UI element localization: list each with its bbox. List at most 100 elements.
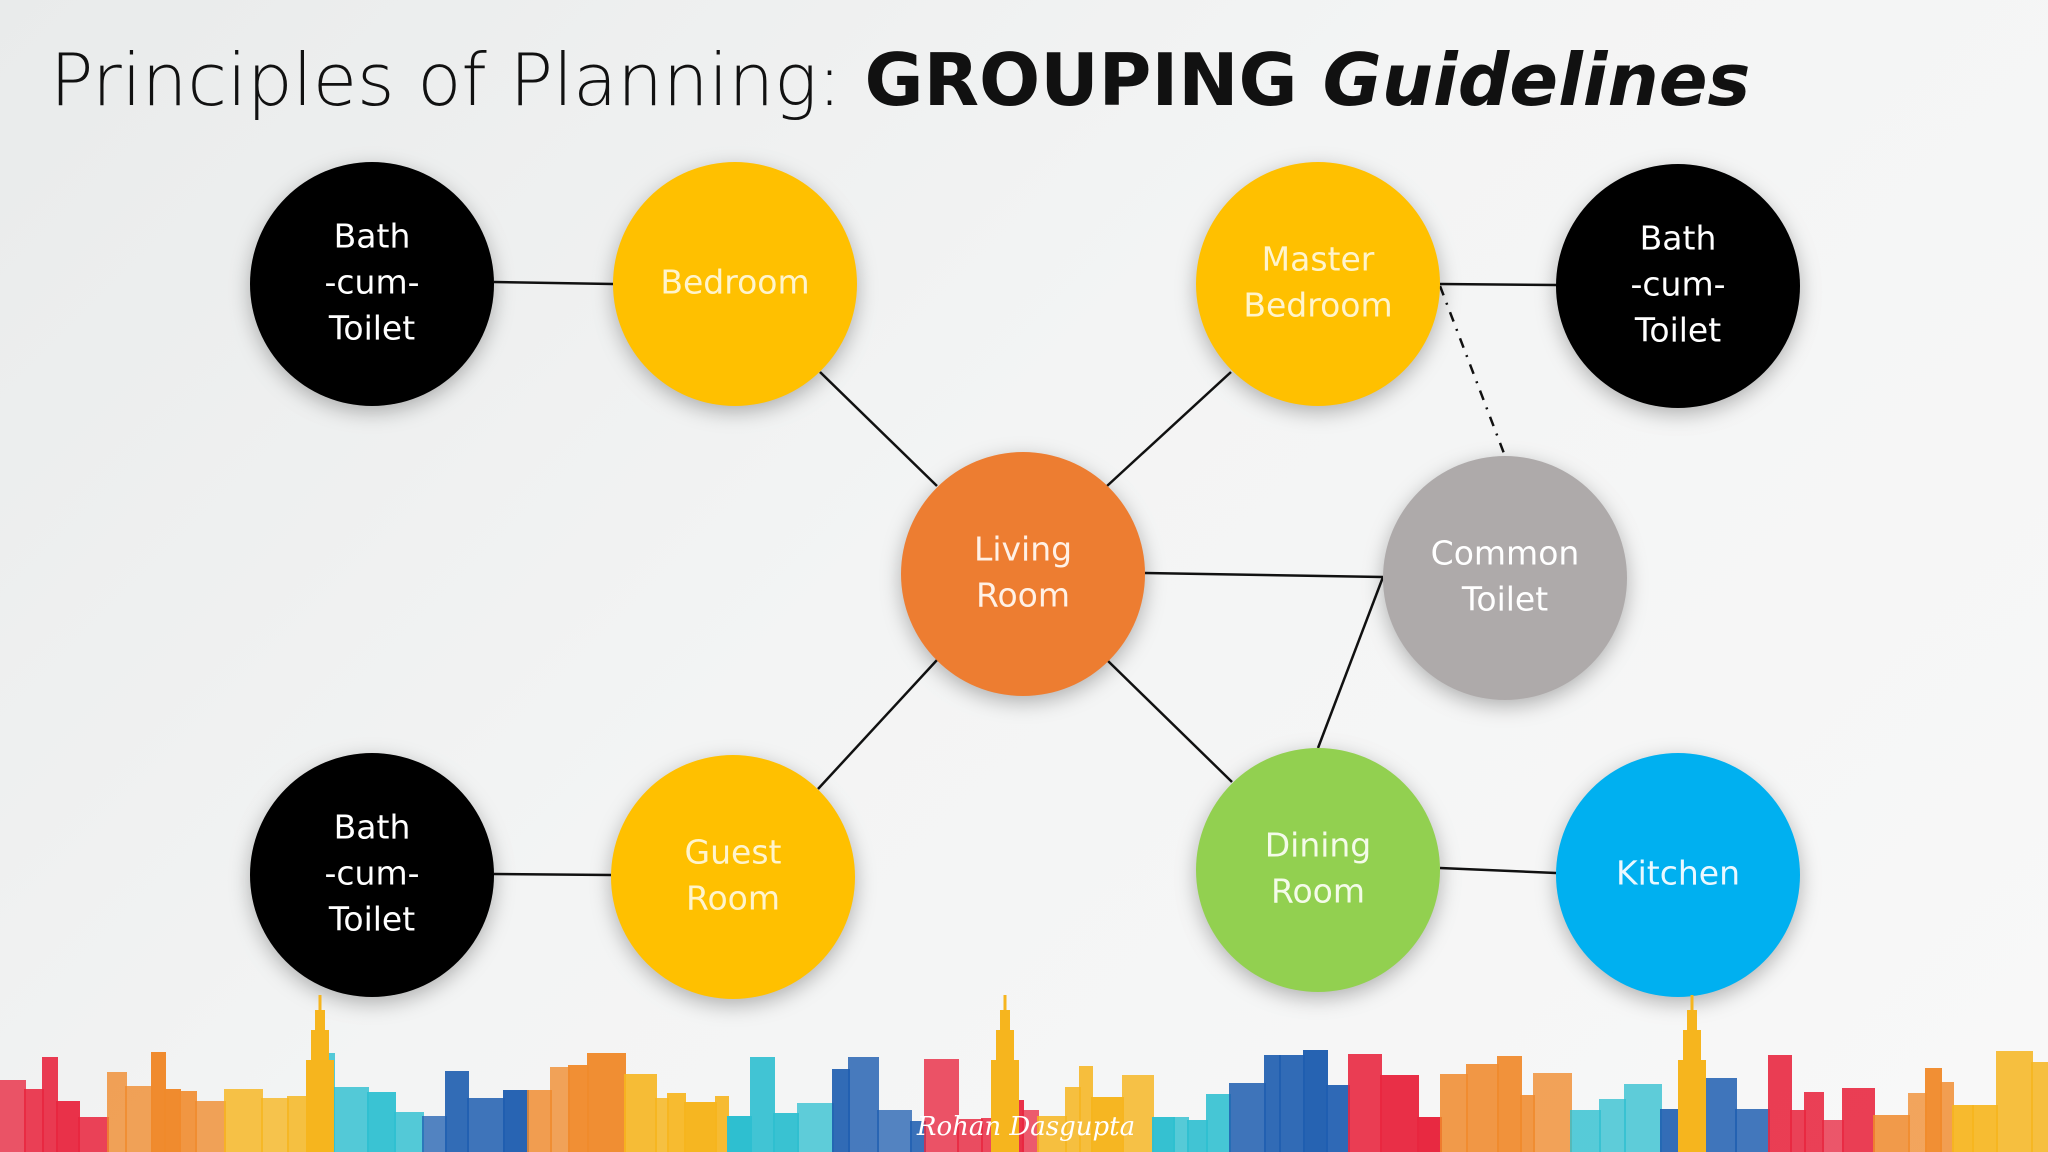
skyline-building [1065,1087,1081,1152]
skyline-building [727,1116,752,1152]
skyline-building [1822,1120,1844,1152]
skyline-building [164,1089,181,1152]
connector-master-bedroom-to-common-toilet [1438,285,1507,457]
skyline-building [1037,1116,1067,1152]
skyline-building [1279,1055,1305,1152]
skyline-building [848,1057,879,1152]
node-label-dining-room-line-1: Dining [1265,826,1372,865]
connectors [493,280,1557,877]
skyline-building [1091,1097,1124,1152]
node-label-bath-tl-line-2: -cum- [324,263,419,302]
skyline-building [1940,1082,1954,1152]
skyline-building [1972,1105,1998,1152]
skyline-building [367,1092,396,1152]
connector-bath-tl-to-bedroom [493,280,614,286]
skyline-building [467,1098,505,1152]
skyline-building [655,1098,669,1152]
node-kitchen: Kitchen [1556,753,1800,997]
node-label-bath-tl-line-3: Toilet [328,309,415,348]
title-italic: Guidelines [1322,38,1751,122]
skyline-spire-tower [1678,995,1706,1152]
skyline-building [1768,1055,1792,1152]
node-label-master-bedroom-line-2: Bedroom [1243,286,1392,325]
skyline-building [1873,1115,1910,1152]
skyline-building [125,1086,153,1152]
node-circle-bath-bl [250,753,494,997]
skyline-building [1440,1074,1468,1152]
skyline-building [568,1065,589,1152]
skyline-building [910,1121,926,1152]
skyline-spire-tower [991,995,1019,1152]
skyline-building [1700,1078,1737,1152]
skyline-building [261,1098,289,1152]
node-circle-guest-room [611,755,855,999]
node-label-guest-room-line-2: Room [686,879,780,918]
skyline-building [1735,1109,1770,1152]
skyline-building [1122,1075,1154,1152]
node-circle-bath-tr [1556,164,1800,408]
title-bold: GROUPING [864,38,1323,122]
node-label-bath-tr-line-1: Bath [1640,219,1717,258]
skyline-building [1173,1117,1189,1152]
skyline-building [1348,1054,1382,1152]
node-circle-bath-tl [250,162,494,406]
skyline-building [715,1096,729,1152]
skyline-building [1804,1092,1824,1152]
skyline-building [42,1057,58,1152]
skyline-building [1925,1068,1942,1152]
skyline-building [1417,1117,1442,1152]
node-label-bedroom-line-1: Bedroom [660,263,809,302]
skyline-building [195,1101,226,1152]
node-circle-living-room [901,452,1145,696]
skyline-building [1466,1064,1499,1152]
skyline-building [587,1053,626,1152]
node-label-common-toilet-line-2: Toilet [1461,580,1548,619]
connector-bath-bl-to-guest-room [493,872,612,877]
skyline-building [550,1067,570,1152]
connector-living-room-to-common-toilet [1144,571,1384,579]
skyline-building [56,1101,80,1152]
node-circle-bedroom [613,162,857,406]
room-nodes: Bath-cum-ToiletBedroomMasterBedroomBath-… [250,162,1800,999]
skyline-building [667,1093,686,1152]
node-label-bath-tr-line-3: Toilet [1634,311,1721,350]
node-label-common-toilet-line-1: Common [1431,534,1580,573]
connector-master-bedroom-to-living-room [1106,371,1232,487]
node-label-bath-bl-line-2: -cum- [324,854,419,893]
slide-title: Principles of Planning: GROUPING Guideli… [50,30,1750,130]
skyline-building [1187,1120,1208,1152]
skyline-building [445,1071,469,1152]
skyline-building [1229,1083,1266,1152]
skyline-building [333,1087,369,1152]
skyline-building [527,1090,552,1152]
node-label-bath-tl-line-1: Bath [334,217,411,256]
skyline-spire-tower [306,995,334,1152]
connector-dining-room-to-kitchen [1439,866,1557,875]
skyline-building [1570,1110,1601,1152]
skyline-building [957,1119,983,1152]
connector-bedroom-to-living-room [819,371,938,487]
connector-common-toilet-to-dining-room [1316,576,1385,749]
skyline-building [684,1102,717,1152]
skyline-building [1624,1084,1662,1152]
author-signature: Rohan Dasgupta [916,1112,1135,1142]
city-skyline-footer: Rohan Dasgupta [0,995,2048,1152]
skyline-building [1022,1110,1039,1152]
skyline-building [1079,1066,1093,1152]
node-bath-bl: Bath-cum-Toilet [250,753,494,997]
skyline-building [394,1112,424,1152]
skyline-building [877,1110,912,1152]
skyline-building [1497,1056,1522,1152]
skyline-building [224,1089,263,1152]
node-label-master-bedroom-line-1: Master [1262,240,1375,279]
skyline-building [773,1113,799,1152]
node-label-bath-bl-line-3: Toilet [328,900,415,939]
skyline-building [1303,1050,1328,1152]
node-label-guest-room-line-1: Guest [685,833,782,872]
node-circle-kitchen [1556,753,1800,997]
